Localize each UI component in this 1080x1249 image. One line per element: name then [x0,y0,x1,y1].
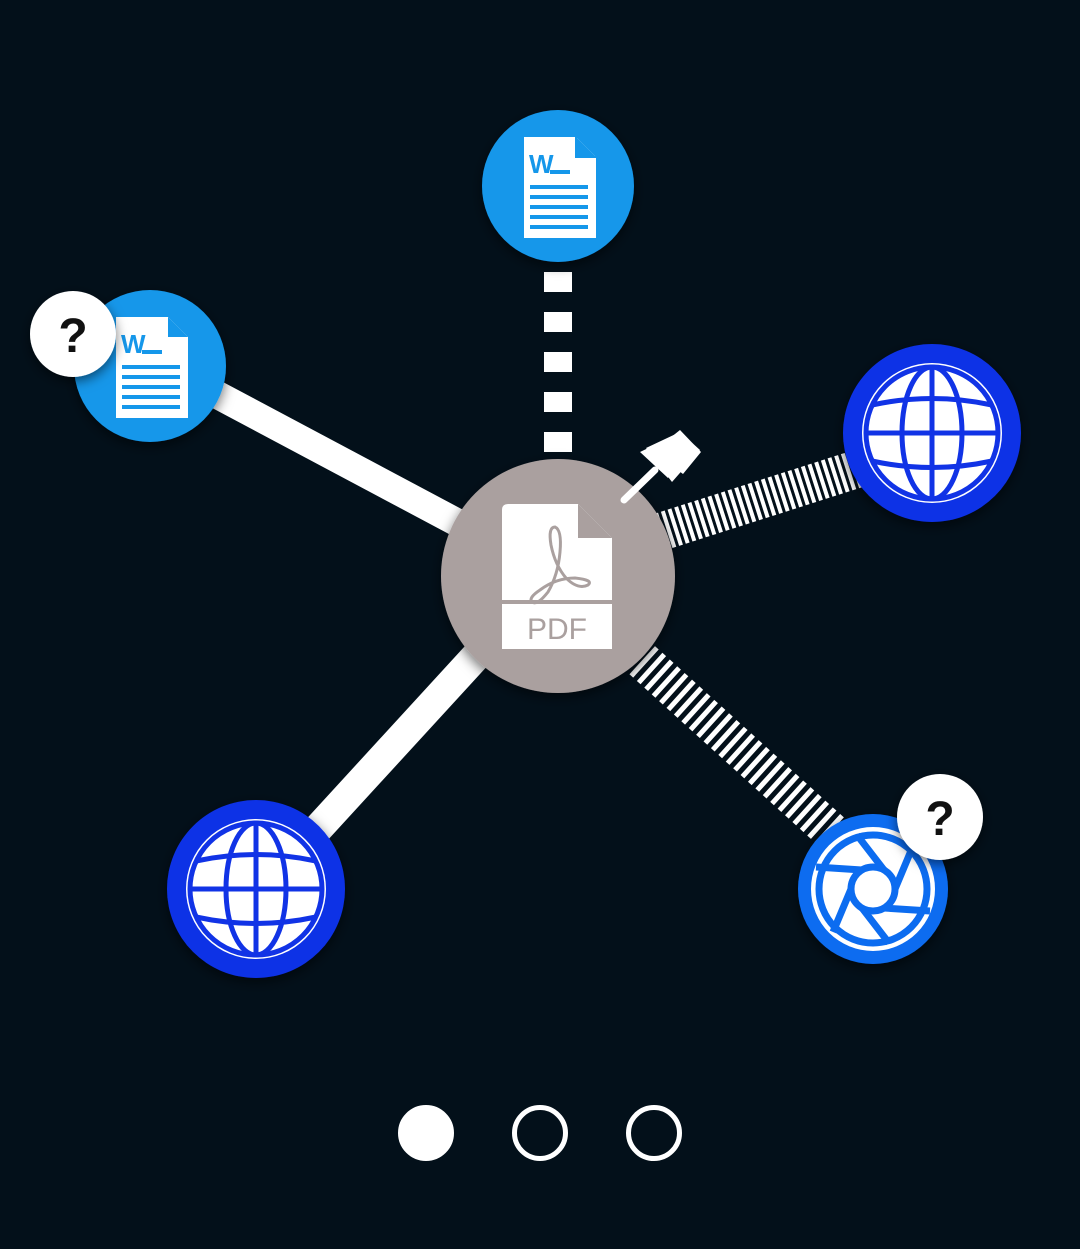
word-document-icon: W [116,317,188,418]
svg-text:W: W [529,149,554,179]
link-striped-bottom-right [607,625,848,850]
svg-text:W: W [121,329,146,359]
camera-aperture-icon [815,831,931,947]
unknown-badge-camera[interactable]: ? [897,774,983,860]
node-pdf-center[interactable]: PDF [441,459,675,693]
link-solid-left [173,362,497,553]
unknown-badge-left[interactable]: ? [30,291,116,377]
page-dot-2[interactable] [512,1105,568,1161]
page-dot-3[interactable] [626,1105,682,1161]
globe-icon [187,820,325,958]
node-word-top[interactable]: W [482,110,634,262]
node-web-bottom-left[interactable] [167,800,345,978]
pin-marker-icon [620,430,701,504]
page-dot-1[interactable] [398,1105,454,1161]
pdf-file-icon: PDF [502,504,612,649]
svg-text:?: ? [58,310,87,363]
svg-text:PDF: PDF [527,613,587,646]
svg-text:?: ? [925,793,954,846]
link-striped-right [654,449,866,551]
node-camera-bottom-right[interactable] [798,814,948,964]
globe-icon [863,364,1001,502]
node-web-right[interactable] [843,344,1021,522]
page-indicator [0,1103,1080,1163]
word-document-icon: W [524,137,596,238]
